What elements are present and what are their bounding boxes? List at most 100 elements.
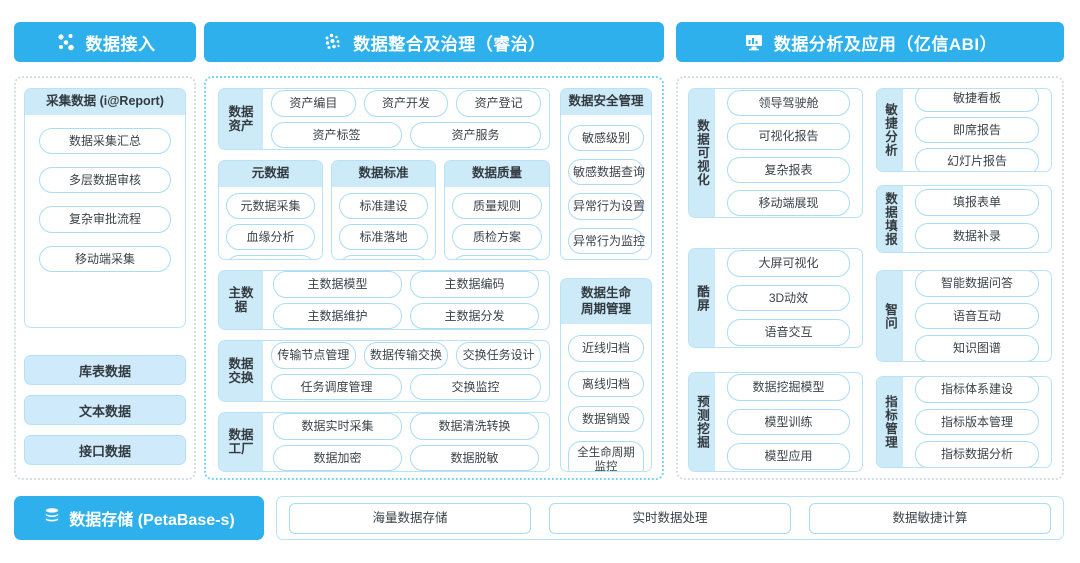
pill-item[interactable]: 质量规则: [452, 192, 542, 220]
pill-item[interactable]: 交换监控: [410, 373, 541, 400]
pill-item[interactable]: 数据敏捷计算: [809, 502, 1051, 534]
pill-item[interactable]: 数据整改: [452, 255, 542, 259]
group-cool-screen[interactable]: 酷屏 大屏可视化 3D动效 语音交互: [688, 248, 863, 348]
database-stack-icon: [43, 507, 61, 530]
pill-item[interactable]: 数据实时采集: [273, 413, 402, 440]
pill-item[interactable]: 知识图谱: [915, 335, 1039, 361]
group-visualization[interactable]: 数据可视化 领导驾驶舱 可视化报告 复杂报表 移动端展现: [688, 88, 863, 218]
header-label: 数据分析及应用（亿信ABI）: [773, 34, 998, 54]
pill-item[interactable]: 移动端展现: [727, 189, 850, 217]
pill-item[interactable]: 资产服务: [410, 121, 541, 148]
pill-item[interactable]: 资产编目: [271, 90, 356, 117]
pill-item[interactable]: 元数据采集: [226, 192, 315, 220]
pill-item[interactable]: 领导驾驶舱: [727, 89, 850, 117]
pill-item[interactable]: 数据脱敏: [410, 444, 539, 471]
pill-item[interactable]: 异常行为设置: [568, 193, 645, 220]
header-label: 数据接入: [85, 34, 156, 54]
pill-item[interactable]: 移动端采集: [39, 245, 171, 273]
block-interface-data[interactable]: 接口数据: [24, 435, 186, 465]
group-data-exchange[interactable]: 数据交换 传输节点管理 数据传输交换 交换任务设计 任务调度管理 交换监控: [218, 340, 550, 402]
pill-item[interactable]: 数据挖掘模型: [727, 374, 850, 401]
pill-item[interactable]: 标准建设: [339, 192, 428, 220]
pill-item[interactable]: 实时数据处理: [549, 502, 791, 534]
pill-item[interactable]: 语音交互: [727, 319, 850, 346]
card-title: 元数据: [219, 161, 322, 187]
group-data-filling[interactable]: 数据填报 填报表单 数据补录: [876, 185, 1052, 253]
pill-item[interactable]: 填报表单: [915, 189, 1039, 216]
pill-item[interactable]: 资产登记: [456, 90, 542, 117]
pill-item[interactable]: 复杂审批流程: [39, 206, 171, 233]
pill-item[interactable]: 即席报告: [915, 116, 1039, 144]
pill-item[interactable]: 影响分析: [226, 255, 315, 259]
pill-item[interactable]: 敏感级别: [568, 124, 644, 152]
pill-item[interactable]: 主数据模型: [273, 271, 402, 298]
pill-item[interactable]: 数据销毁: [568, 406, 644, 433]
pill-item[interactable]: 模型应用: [727, 443, 850, 470]
group-data-factory[interactable]: 数据工厂 数据实时采集 数据清洗转换 数据加密 数据脱敏: [218, 412, 550, 472]
pill-item[interactable]: 多层数据审核: [39, 167, 171, 194]
pill-item[interactable]: 数据补录: [915, 222, 1039, 249]
pill-item[interactable]: 任务调度管理: [271, 373, 402, 400]
pill-item[interactable]: 资产开发: [363, 90, 449, 117]
pill-item[interactable]: 异常行为监控: [568, 227, 645, 255]
pill-item[interactable]: 质检方案: [452, 224, 542, 251]
card-collect-data[interactable]: 采集数据 (i@Report) 数据采集汇总 多层数据审核 复杂审批流程 移动端…: [24, 88, 186, 328]
pill-item[interactable]: 复杂报表: [727, 156, 850, 183]
column-data-ingestion: [14, 76, 196, 480]
group-data-asset[interactable]: 数据资产 资产编目 资产开发 资产登记 资产标签 资产服务: [218, 88, 550, 150]
pill-item[interactable]: 可视化报告: [727, 123, 850, 150]
pill-item[interactable]: 幻灯片报告: [915, 148, 1039, 171]
storage-header[interactable]: 数据存储 (PetaBase-s): [14, 496, 264, 540]
pill-item[interactable]: 主数据维护: [273, 302, 402, 329]
header-data-ingestion[interactable]: 数据接入: [14, 22, 196, 62]
pill-item[interactable]: 智能数据问答: [915, 271, 1039, 297]
group-label: 数据交换: [219, 341, 263, 401]
pill-item[interactable]: 数据采集汇总: [39, 127, 171, 155]
pill-item[interactable]: 主数据编码: [410, 271, 539, 298]
storage-items-box: 海量数据存储 实时数据处理 数据敏捷计算: [276, 496, 1064, 540]
pill-item[interactable]: 模型训练: [727, 408, 850, 436]
group-agile-analysis[interactable]: 敏捷分析 敏捷看板 即席报告 幻灯片报告: [876, 88, 1052, 172]
pill-item[interactable]: 指标体系建设: [915, 377, 1039, 403]
card-title: 数据生命周期管理: [561, 279, 651, 325]
block-text-data[interactable]: 文本数据: [24, 395, 186, 425]
pill-item[interactable]: 传输节点管理: [271, 342, 356, 369]
pill-item[interactable]: 主数据分发: [410, 302, 539, 329]
pill-item[interactable]: 标准评估: [339, 255, 428, 259]
card-data-standard[interactable]: 数据标准 标准建设 标准落地 标准评估: [331, 160, 436, 260]
pill-item[interactable]: 大屏可视化: [727, 250, 850, 277]
pill-item[interactable]: 海量数据存储: [289, 502, 531, 534]
group-label: 敏捷分析: [877, 89, 903, 171]
pill-item[interactable]: 敏捷看板: [915, 89, 1039, 112]
pill-item[interactable]: 敏感数据查询: [568, 159, 645, 186]
pill-item[interactable]: 资产标签: [271, 121, 402, 148]
pill-item[interactable]: 标准落地: [339, 224, 428, 251]
group-label: 数据工厂: [219, 413, 263, 471]
pill-item[interactable]: 指标数据分析: [915, 441, 1039, 467]
pill-item[interactable]: 语音互动: [915, 302, 1039, 330]
pill-item[interactable]: 3D动效: [727, 284, 850, 312]
card-data-security[interactable]: 数据安全管理 敏感级别 敏感数据查询 异常行为设置 异常行为监控: [560, 88, 652, 260]
pill-item[interactable]: 血缘分析: [226, 224, 315, 251]
pill-item[interactable]: 交换任务设计: [456, 342, 542, 369]
card-data-quality[interactable]: 数据质量 质量规则 质检方案 数据整改: [444, 160, 550, 260]
monitor-chart-icon: [743, 31, 765, 53]
card-data-lifecycle[interactable]: 数据生命周期管理 近线归档 离线归档 数据销毁 全生命周期监控: [560, 278, 652, 472]
group-indicator-management[interactable]: 指标管理 指标体系建设 指标版本管理 指标数据分析: [876, 376, 1052, 468]
block-table-data[interactable]: 库表数据: [24, 355, 186, 385]
pill-item[interactable]: 指标版本管理: [915, 408, 1039, 436]
group-predictive-mining[interactable]: 预测挖掘 数据挖掘模型 模型训练 模型应用: [688, 372, 863, 472]
pill-item[interactable]: 数据加密: [273, 444, 402, 471]
pill-item[interactable]: 数据清洗转换: [410, 413, 539, 440]
pill-item[interactable]: 全生命周期监控: [568, 441, 644, 471]
header-data-governance[interactable]: 数据整合及治理（睿治）: [204, 22, 664, 62]
pill-item[interactable]: 数据传输交换: [363, 342, 449, 369]
pill-item[interactable]: 离线归档: [568, 370, 644, 398]
pill-item[interactable]: 近线归档: [568, 335, 644, 362]
group-smart-ask[interactable]: 智问 智能数据问答 语音互动 知识图谱: [876, 270, 1052, 362]
header-data-analytics[interactable]: 数据分析及应用（亿信ABI）: [676, 22, 1064, 62]
storage-label: 数据存储 (PetaBase-s): [69, 512, 235, 529]
group-label: 智问: [877, 271, 903, 361]
card-metadata[interactable]: 元数据 元数据采集 血缘分析 影响分析: [218, 160, 323, 260]
group-master-data[interactable]: 主数据 主数据模型 主数据编码 主数据维护 主数据分发: [218, 270, 550, 330]
